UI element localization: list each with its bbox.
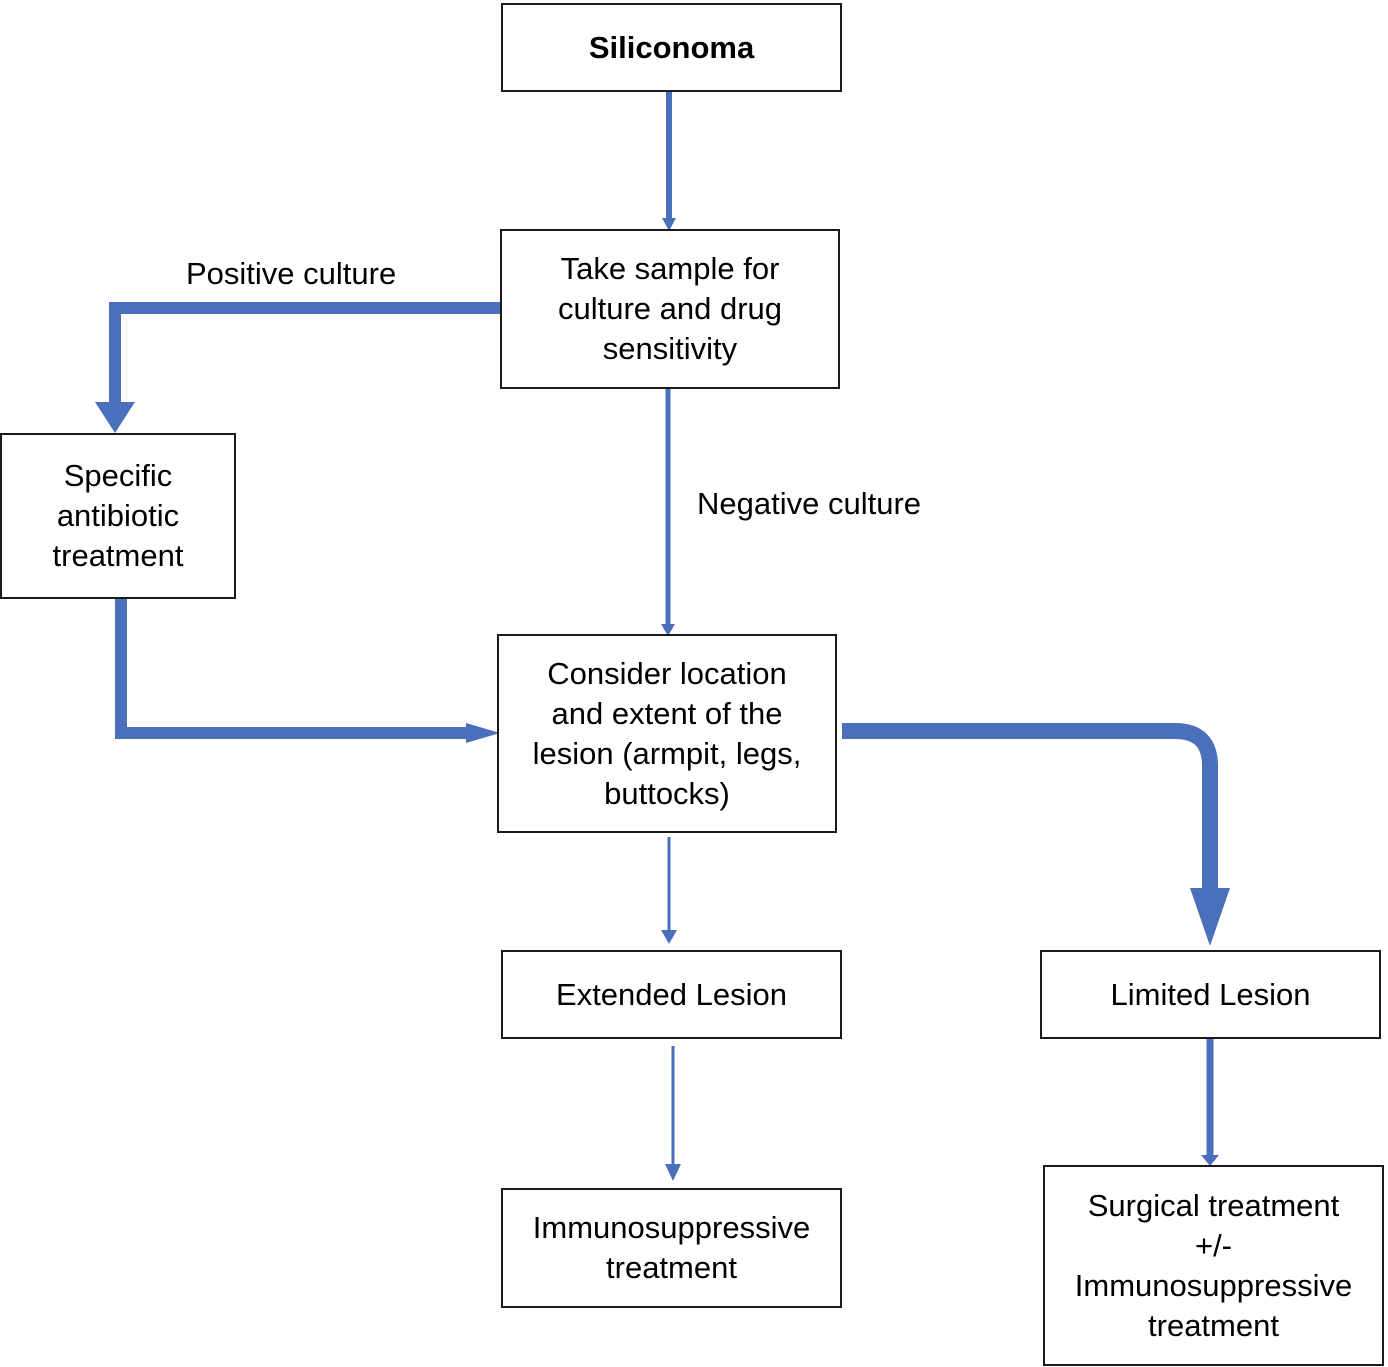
- node-limited-lesion: Limited Lesion: [1040, 950, 1381, 1039]
- node-specific-antibiotic-label: Specific antibiotic treatment: [52, 458, 184, 573]
- node-extended-lesion-label: Extended Lesion: [556, 976, 787, 1012]
- arrow-consider-to-limited: [842, 723, 1230, 946]
- node-surgical-treatment-label: Surgical treatment +/- Immunosuppressive…: [1074, 1187, 1353, 1343]
- arrow-siliconoma-to-sample: [662, 92, 676, 231]
- node-immunosuppressive-treatment-label: Immunosuppressive treatment: [532, 1210, 811, 1285]
- edge-label-positive-culture: Positive culture: [186, 256, 397, 291]
- arrow-antibiotic-to-consider: [115, 599, 500, 743]
- edge-label-negative-culture: Negative culture: [697, 486, 922, 521]
- node-consider-location: Consider location and extent of the lesi…: [497, 634, 837, 833]
- arrow-extended-to-immuno: [665, 1046, 681, 1181]
- node-consider-location-label: Consider location and extent of the lesi…: [532, 655, 802, 811]
- arrow-consider-to-extended: [661, 837, 677, 944]
- node-immunosuppressive-treatment: Immunosuppressive treatment: [501, 1188, 842, 1308]
- node-take-sample-label: Take sample for culture and drug sensiti…: [557, 251, 783, 366]
- arrow-positive-culture: [95, 302, 501, 433]
- node-siliconoma: Siliconoma: [501, 3, 842, 92]
- node-specific-antibiotic: Specific antibiotic treatment: [0, 433, 236, 599]
- arrow-negative-culture: [661, 389, 675, 636]
- node-surgical-treatment: Surgical treatment +/- Immunosuppressive…: [1043, 1165, 1384, 1366]
- node-take-sample: Take sample for culture and drug sensiti…: [500, 229, 840, 389]
- node-limited-lesion-label: Limited Lesion: [1110, 976, 1311, 1012]
- node-siliconoma-label: Siliconoma: [588, 29, 755, 65]
- node-extended-lesion: Extended Lesion: [501, 950, 842, 1039]
- arrow-limited-to-surgical: [1201, 1039, 1219, 1166]
